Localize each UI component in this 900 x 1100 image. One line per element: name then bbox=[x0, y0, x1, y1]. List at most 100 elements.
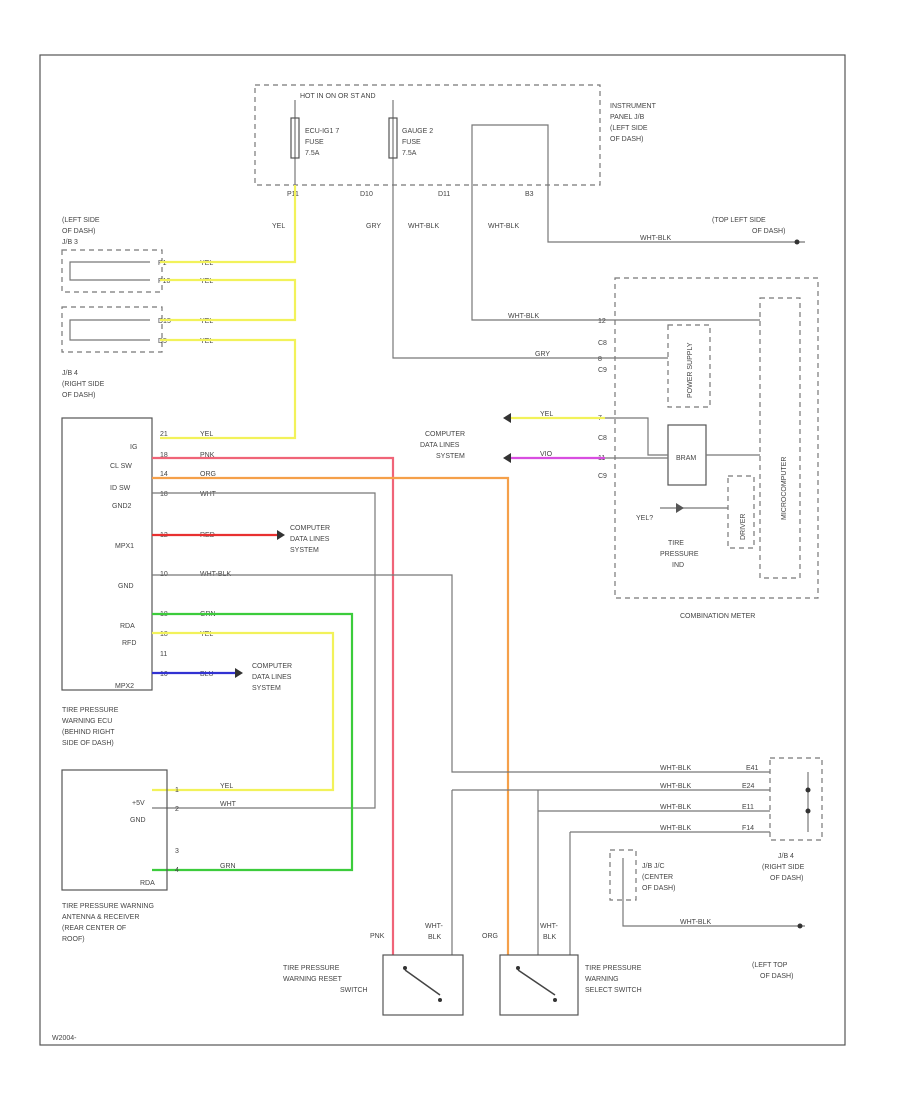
pin-d11: D11 bbox=[438, 191, 450, 198]
jb4b-dashed-outline bbox=[769, 757, 823, 841]
cdl2-label-2: DATA LINES bbox=[290, 536, 330, 543]
indicator-led-icon bbox=[676, 503, 684, 513]
fuse1-symbol bbox=[290, 117, 300, 159]
cdl2-label-3: SYSTEM bbox=[290, 547, 319, 554]
wire-label-whtblk-top1: WHT-BLK bbox=[408, 223, 439, 230]
ecu-wire-id-label: ORG bbox=[200, 471, 216, 478]
jb3-internal-loop bbox=[69, 261, 150, 281]
ground-bottom-label-2: OF DASH) bbox=[760, 973, 793, 980]
driver-block bbox=[727, 475, 755, 549]
cdl-arrow-2-icon bbox=[503, 453, 511, 463]
ecu-wire-rfd-label: YEL bbox=[200, 631, 213, 638]
ecu-name-2: WARNING ECU bbox=[62, 718, 112, 725]
reset-switch-box bbox=[382, 954, 464, 1016]
mpx2-arrow-icon bbox=[235, 668, 243, 678]
ecu-name-1: TIRE PRESSURE bbox=[62, 707, 119, 714]
reset-switch-wire-2: WHT- bbox=[425, 923, 444, 930]
meter-yel-internal bbox=[605, 417, 668, 456]
jb4-label-3: OF DASH) bbox=[62, 392, 95, 399]
wire-label-gry-top: GRY bbox=[366, 223, 381, 230]
ecu-pin-mpx1-label: MPX1 bbox=[115, 543, 134, 550]
ground-top-label-1: (TOP LEFT SIDE bbox=[712, 217, 766, 224]
jb4b-wire-3-label: WHT-BLK bbox=[660, 804, 691, 811]
fuse2-symbol bbox=[388, 117, 398, 159]
antenna-receiver: +5V GND RDA 1 2 3 4 YEL WHT GRN bbox=[61, 769, 237, 891]
reset-switch-label-3: SWITCH bbox=[340, 987, 368, 994]
wire-gry-meter bbox=[392, 185, 605, 359]
jb3-label-3: J/B 3 bbox=[62, 239, 78, 246]
cdl3-label-2: DATA LINES bbox=[252, 674, 292, 681]
ecu-pin-id-num: 14 bbox=[160, 471, 168, 478]
jb4b-pin-2: E24 bbox=[742, 783, 755, 790]
jb4b-label-2: (RIGHT SIDE bbox=[762, 864, 805, 871]
wire-jlc-ground bbox=[622, 858, 805, 927]
wire-label-gry-meter: GRY bbox=[535, 351, 550, 358]
microcomputer-label: MICROCOMPUTER bbox=[781, 457, 788, 520]
ipjb-dashed-outline bbox=[254, 84, 601, 186]
ipjb-label-4: OF DASH) bbox=[610, 136, 643, 143]
antenna-wire-vcc: YEL bbox=[220, 783, 233, 790]
ecu-box bbox=[61, 417, 153, 691]
pressure-ind-label-1: TIRE bbox=[668, 540, 684, 547]
cdl2-label-1: COMPUTER bbox=[290, 525, 330, 532]
ecu-pin-rfd-num: 18 bbox=[160, 631, 168, 638]
wire-yel-seg3 bbox=[160, 338, 297, 440]
wire-org-idsw bbox=[152, 476, 510, 955]
wire-b3-ground bbox=[547, 185, 805, 243]
antenna-name-2: ANTENNA & RECEIVER bbox=[62, 914, 139, 921]
jlc-label-2: (CENTER bbox=[642, 874, 673, 881]
wire-wht-gnd2 bbox=[152, 492, 376, 809]
select-switch-label-2: WARNING bbox=[585, 976, 619, 983]
meter-connector-c9b: C9 bbox=[598, 367, 607, 374]
jb3-label-1: (LEFT SIDE bbox=[62, 217, 100, 224]
select-switch-wire-3: BLK bbox=[543, 934, 557, 941]
select-switch-contact bbox=[517, 969, 556, 996]
ecu-pin-idsw-label: ID SW bbox=[110, 485, 131, 492]
cdl-label-3: SYSTEM bbox=[436, 453, 465, 460]
reset-switch-wire-1: PNK bbox=[370, 933, 385, 940]
wire-whtblk-meter bbox=[471, 185, 760, 321]
antenna-pin-2: 2 bbox=[175, 806, 179, 813]
microcomputer-block bbox=[759, 297, 801, 579]
cdl-arrow-1-icon bbox=[503, 413, 511, 423]
antenna-name-1: TIRE PRESSURE WARNING bbox=[62, 903, 154, 910]
meter-connector-c8b: C8 bbox=[598, 435, 607, 442]
wire-pnk-clsw bbox=[152, 456, 395, 955]
jb3-wire-2-label: YEL bbox=[200, 278, 213, 285]
ecu-pin-clsw-label: CL SW bbox=[110, 463, 132, 470]
jb4-label-2: (RIGHT SIDE bbox=[62, 381, 105, 388]
cdl-label-2: DATA LINES bbox=[420, 442, 460, 449]
power-supply-block bbox=[667, 324, 711, 408]
ground-bottom-terminal bbox=[797, 923, 803, 929]
jb4a-pin-2: D5 bbox=[158, 338, 167, 345]
fuse2-fuse: FUSE bbox=[402, 139, 421, 146]
jb3-dashed-outline bbox=[61, 249, 163, 293]
wire-label-whtblk-meter: WHT-BLK bbox=[508, 313, 539, 320]
wire-yel-seg2 bbox=[160, 278, 297, 322]
pin-p11: P11 bbox=[287, 191, 299, 198]
antenna-pin-3: 3 bbox=[175, 848, 179, 855]
ecu-name-3: (BEHIND RIGHT bbox=[62, 729, 115, 736]
select-switch-label-3: SELECT SWITCH bbox=[585, 987, 642, 994]
antenna-name-3: (REAR CENTER OF bbox=[62, 925, 126, 932]
select-switch-wire-1: ORG bbox=[482, 933, 498, 940]
select-switch-box bbox=[499, 954, 579, 1016]
cdl3-label-1: COMPUTER bbox=[252, 663, 292, 670]
wire-label-ground-top: WHT-BLK bbox=[640, 235, 671, 242]
jlc-dashed-outline bbox=[609, 849, 637, 901]
jb3-pin-p1: P1 bbox=[158, 260, 167, 267]
meter-pin-1: 12 bbox=[598, 318, 606, 325]
select-switch-wire-2: WHT- bbox=[540, 923, 559, 930]
reset-switch-contact bbox=[404, 969, 441, 996]
antenna-pin-1: 1 bbox=[175, 787, 179, 794]
pressure-ind-label-2: PRESSURE bbox=[660, 551, 699, 558]
cdl-label-1: COMPUTER bbox=[425, 431, 465, 438]
jb4b-label-3: OF DASH) bbox=[770, 875, 803, 882]
reset-switch-wire-3: BLK bbox=[428, 934, 442, 941]
antenna-name-4: ROOF) bbox=[62, 936, 85, 943]
antenna-pin-rda-label: RDA bbox=[140, 880, 155, 887]
reset-switch-node-1 bbox=[403, 966, 407, 970]
reset-switch-label-2: WARNING RESET bbox=[283, 976, 343, 983]
jlc-wire-label: WHT-BLK bbox=[680, 919, 711, 926]
reset-switch: PNK WHT- BLK bbox=[370, 923, 464, 1016]
